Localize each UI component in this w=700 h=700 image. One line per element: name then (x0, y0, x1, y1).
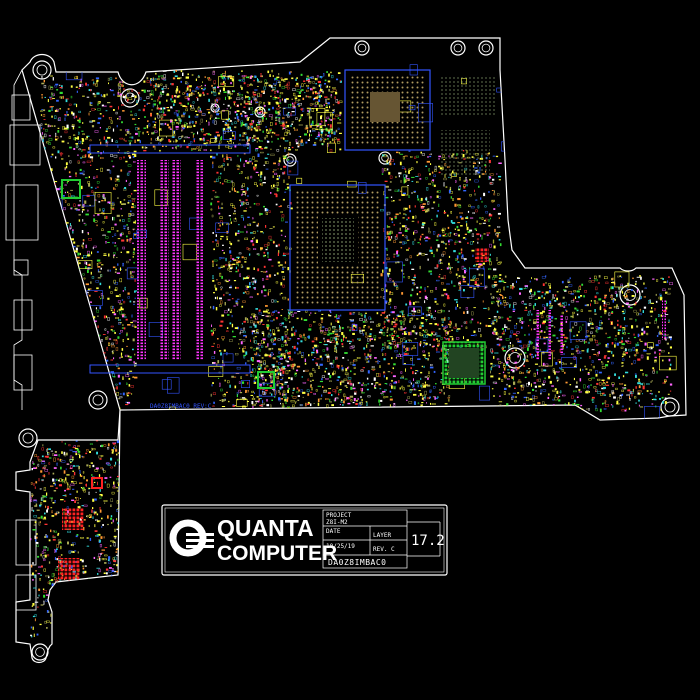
date-label: DATE (326, 528, 341, 535)
gpu-bga (344, 69, 495, 175)
ram-slot-4 (195, 160, 204, 360)
company-name-line1: QUANTA (217, 515, 314, 541)
ram-slot-3 (172, 160, 181, 360)
board-outline (15, 37, 687, 664)
project-value: Z8I-M2 (326, 519, 348, 526)
mounting-holes (18, 40, 680, 661)
project-label: PROJECT (326, 512, 352, 519)
ram-slot-1 (137, 160, 146, 360)
rev-label: REV. C (373, 546, 395, 553)
layer-count: 17.2 (411, 533, 445, 549)
ram-slot-2 (160, 160, 169, 360)
title-block: QUANTA COMPUTER PROJECT Z8I-M2 DATE 10/2… (161, 504, 448, 576)
cpu-bga (289, 184, 386, 311)
quanta-logo-icon (169, 519, 214, 557)
company-name-line2: COMPUTER (217, 542, 337, 565)
date-value: 10/25/19 (326, 543, 355, 550)
green-chips (61, 179, 486, 389)
silkscreen-board-code: DA0Z8IMBAC0 REV:C (150, 403, 212, 410)
part-number: DA0Z8IMBAC0 (328, 558, 386, 567)
ram-slots (89, 144, 251, 374)
red-chips (58, 248, 489, 580)
layer-label: LAYER (373, 532, 391, 539)
